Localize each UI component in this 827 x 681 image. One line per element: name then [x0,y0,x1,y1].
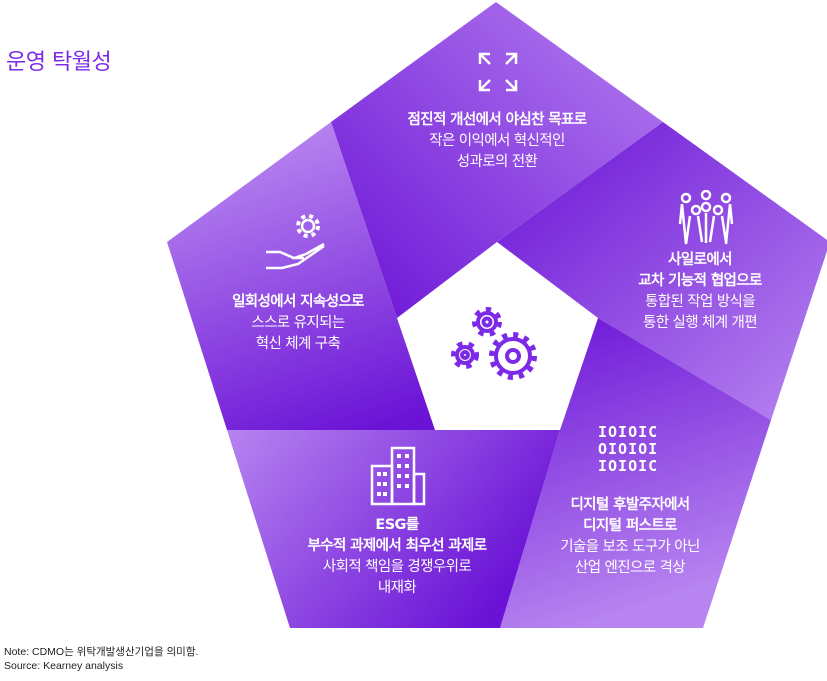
panel-top-body: 성과로의 전환 [456,154,538,170]
panel-top-body: 작은 이익에서 혁신적인 [429,133,565,149]
expand-arrows-icon [478,52,518,92]
people-network-icon [678,190,734,245]
panel-left-heading: 일회성에서 지속성으로 [232,294,364,310]
panel-top [331,2,663,318]
panel-bottom-right-body: 기술을 보조 도구가 아닌 [560,539,700,555]
panel-right-heading: 교차 기능적 협업으로 [638,273,762,289]
buildings-icon [370,446,426,506]
panel-right [497,122,827,420]
panel-bottom-left [227,430,560,628]
panel-bottom-right-heading: 디지털 후발주자에서 [570,497,690,513]
panel-bottom-left-text: ESG를 부수적 과제에서 최우선 과제로 사회적 책임을 경쟁우위로 내재화 [307,515,488,599]
panel-top-heading: 점진적 개선에서 야심찬 목표로 [407,112,588,128]
panel-left-text: 일회성에서 지속성으로 스스로 유지되는 혁신 체계 구축 [232,292,364,355]
panel-top-text: 점진적 개선에서 야심찬 목표로 작은 이익에서 혁신적인 성과로의 전환 [407,110,588,173]
panel-bottom-left-body: 내재화 [377,580,417,596]
hand-gear-icon [266,214,325,270]
binary-code-icon: IOIOIC OIOIOI IOIOIC [598,424,658,475]
panel-bottom-right-text: 디지털 후발주자에서 디지털 퍼스트로 기술을 보조 도구가 아닌 산업 엔진으… [560,495,700,579]
gears-icon [451,307,537,380]
panel-bottom-left-heading: 부수적 과제에서 최우선 과제로 [307,538,488,554]
source-text: Source: Kearney analysis [4,660,124,672]
panel-right-body: 통합된 작업 방식을 [645,294,756,310]
panel-right-heading: 사일로에서 [668,252,732,268]
panel-left-body: 스스로 유지되는 [251,315,345,331]
page-title: 운영 탁월성 [6,50,112,75]
panel-bottom-left-body: 사회적 책임을 경쟁우위로 [322,559,472,575]
note-text: Note: CDMO는 위탁개발생산기업을 의미함. [4,646,199,658]
panel-left [167,122,435,430]
panel-right-text: 사일로에서 교차 기능적 협업으로 통합된 작업 방식을 통한 실행 체계 개편 [638,250,762,334]
panel-left-body: 혁신 체계 구축 [255,336,341,352]
panel-bottom-right [500,318,771,628]
panel-bottom-left-heading: ESG를 [375,517,419,533]
footnote: Note: CDMO는 위탁개발생산기업을 의미함. Source: Kearn… [4,645,198,673]
binary-line: IOIOIC [598,423,659,441]
binary-line: OIOIOI [598,440,659,458]
panel-bottom-right-heading: 디지털 퍼스트로 [583,518,677,534]
binary-line: IOIOIC [598,457,659,475]
panel-right-body: 통한 실행 체계 개편 [643,315,758,331]
panel-bottom-right-body: 산업 엔진으로 격상 [575,560,686,576]
